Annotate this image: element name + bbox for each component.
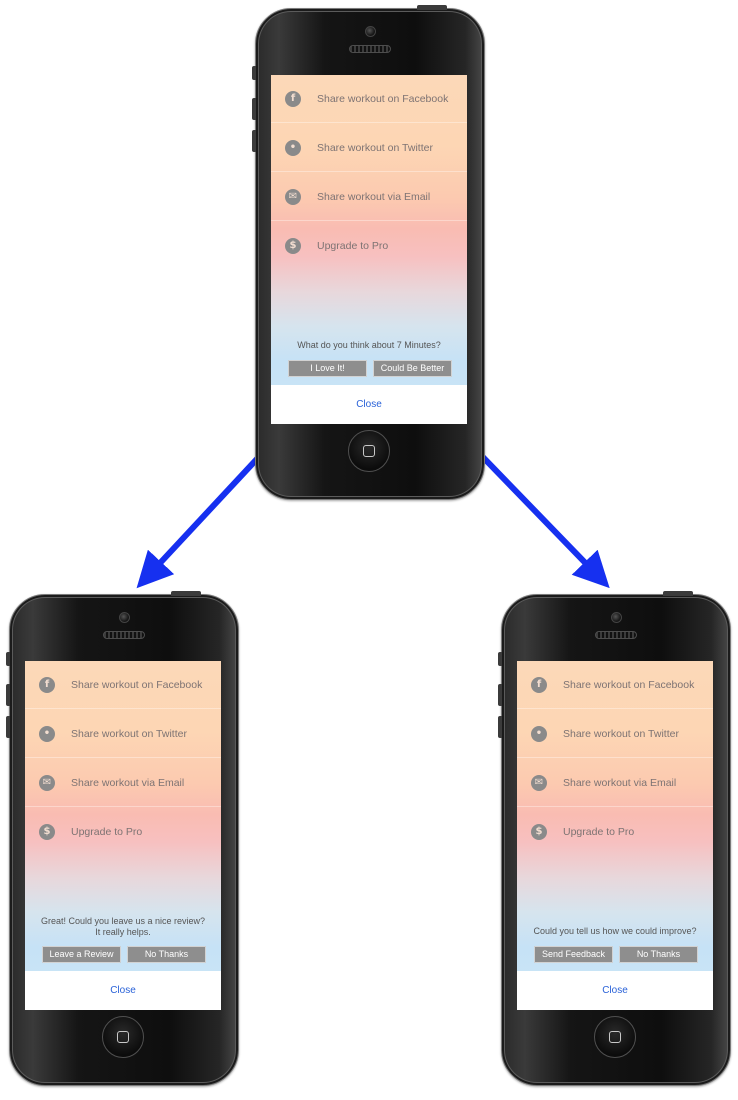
leave-review-button[interactable]: Leave a Review (42, 946, 121, 963)
review-prompt: Great! Could you leave us a nice review?… (40, 916, 206, 937)
feedback-prompt: Could you tell us how we could improve? (533, 926, 697, 936)
menu-item-label: Share workout on Facebook (563, 678, 695, 691)
power-button (171, 591, 201, 596)
earpiece-speaker (103, 631, 145, 639)
phone-screen: f Share workout on Facebook • Share work… (25, 661, 221, 1010)
menu-item-label: Upgrade to Pro (71, 826, 143, 838)
menu-item-label: Share workout via Email (563, 776, 677, 789)
earpiece-speaker (595, 631, 637, 639)
close-button[interactable]: Close (356, 399, 382, 410)
email-icon: ✉ (285, 188, 301, 205)
mute-switch (6, 652, 10, 666)
power-button (417, 5, 447, 10)
rating-prompt: What do you think about 7 Minutes? (297, 340, 441, 350)
could-be-better-button[interactable]: Could Be Better (373, 360, 452, 377)
front-camera (119, 612, 130, 623)
menu-item-twitter[interactable]: • Share workout on Twitter (517, 710, 713, 758)
no-thanks-button[interactable]: No Thanks (619, 946, 698, 963)
menu-item-label: Share workout via Email (71, 776, 185, 789)
email-icon: ✉ (39, 774, 55, 791)
home-button[interactable] (594, 1016, 636, 1058)
menu-item-label: Share workout on Twitter (317, 141, 433, 154)
close-bar: Close (25, 971, 221, 1010)
front-camera (365, 26, 376, 37)
facebook-icon: f (39, 676, 55, 693)
menu-item-twitter[interactable]: • Share workout on Twitter (25, 710, 221, 758)
home-button[interactable] (348, 430, 390, 472)
menu-item-email[interactable]: ✉ Share workout via Email (271, 173, 467, 221)
menu-item-upgrade[interactable]: $ Upgrade to Pro (517, 808, 713, 856)
dollar-icon: $ (39, 824, 55, 840)
close-button[interactable]: Close (110, 985, 136, 996)
menu-item-label: Upgrade to Pro (563, 826, 635, 838)
mute-switch (498, 652, 502, 666)
volume-down-button (6, 716, 10, 738)
twitter-icon: • (39, 725, 55, 742)
menu-item-label: Upgrade to Pro (317, 240, 389, 252)
phone-top: f Share workout on Facebook • Share work… (252, 5, 485, 500)
phone-screen: f Share workout on Facebook • Share work… (517, 661, 713, 1010)
volume-up-button (6, 684, 10, 706)
volume-up-button (498, 684, 502, 706)
facebook-icon: f (531, 676, 547, 693)
no-thanks-button[interactable]: No Thanks (127, 946, 206, 963)
twitter-icon: • (531, 725, 547, 742)
menu-item-upgrade[interactable]: $ Upgrade to Pro (25, 808, 221, 856)
love-it-button[interactable]: I Love It! (288, 360, 367, 377)
volume-down-button (252, 130, 256, 152)
front-camera (611, 612, 622, 623)
phone-left: f Share workout on Facebook • Share work… (6, 591, 239, 1086)
close-bar: Close (271, 385, 467, 424)
menu-item-twitter[interactable]: • Share workout on Twitter (271, 124, 467, 172)
twitter-icon: • (285, 139, 301, 156)
menu-item-label: Share workout on Facebook (71, 678, 203, 691)
earpiece-speaker (349, 45, 391, 53)
facebook-icon: f (285, 90, 301, 107)
dollar-icon: $ (285, 238, 301, 254)
close-bar: Close (517, 971, 713, 1010)
phone-right: f Share workout on Facebook • Share work… (498, 591, 731, 1086)
power-button (663, 591, 693, 596)
menu-item-label: Share workout via Email (317, 190, 431, 203)
phone-screen: f Share workout on Facebook • Share work… (271, 75, 467, 424)
menu-item-label: Share workout on Twitter (563, 727, 679, 740)
menu-item-facebook[interactable]: f Share workout on Facebook (517, 661, 713, 709)
home-square-icon (609, 1031, 621, 1043)
menu-item-email[interactable]: ✉ Share workout via Email (25, 759, 221, 807)
close-button[interactable]: Close (602, 985, 628, 996)
mute-switch (252, 66, 256, 80)
menu-item-upgrade[interactable]: $ Upgrade to Pro (271, 222, 467, 270)
email-icon: ✉ (531, 774, 547, 791)
menu-item-label: Share workout on Facebook (317, 92, 449, 105)
menu-item-email[interactable]: ✉ Share workout via Email (517, 759, 713, 807)
volume-down-button (498, 716, 502, 738)
volume-up-button (252, 98, 256, 120)
send-feedback-button[interactable]: Send Feedback (534, 946, 613, 963)
menu-item-label: Share workout on Twitter (71, 727, 187, 740)
home-button[interactable] (102, 1016, 144, 1058)
home-square-icon (363, 445, 375, 457)
home-square-icon (117, 1031, 129, 1043)
menu-item-facebook[interactable]: f Share workout on Facebook (25, 661, 221, 709)
menu-item-facebook[interactable]: f Share workout on Facebook (271, 75, 467, 123)
dollar-icon: $ (531, 824, 547, 840)
